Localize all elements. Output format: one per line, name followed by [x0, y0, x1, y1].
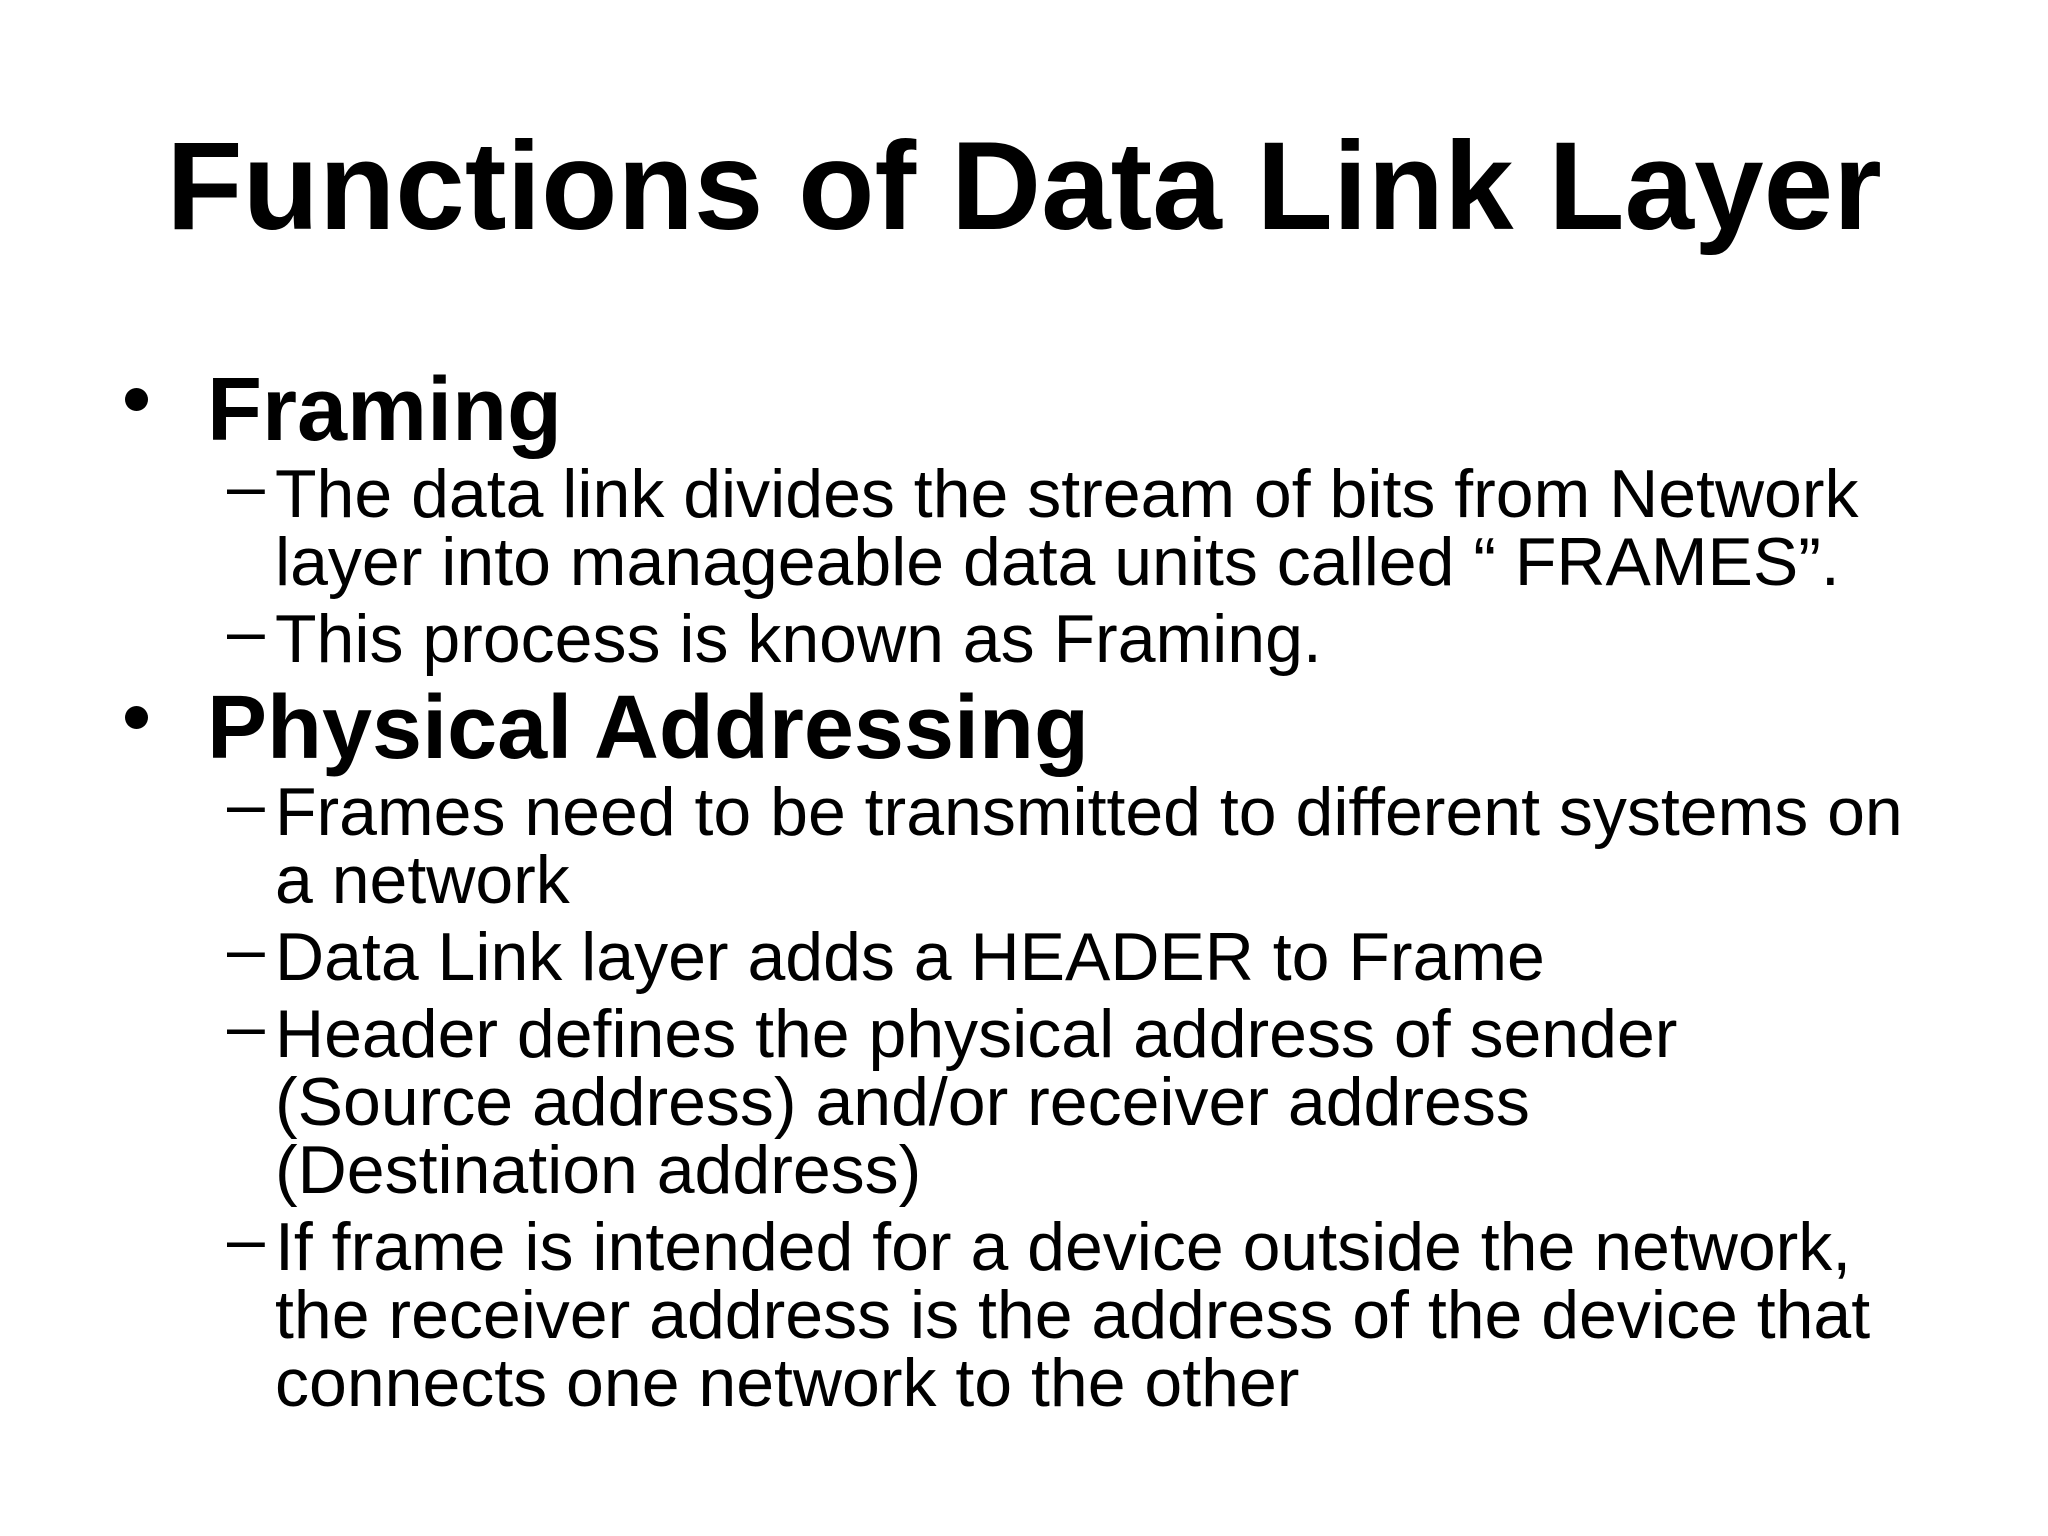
bullet-dash-icon: –: [227, 911, 265, 987]
section-heading: Physical Addressing: [207, 678, 1089, 778]
bullet-text: If frame is intended for a device outsid…: [275, 1209, 1871, 1421]
bullet-text: The data link divides the stream of bits…: [275, 456, 1859, 600]
bullet-dash-icon: –: [227, 766, 265, 842]
bullet-dot-icon: [125, 388, 148, 411]
bullet-text: Frames need to be transmitted to differe…: [275, 774, 1903, 918]
sub-bullet-item: – Data Link layer adds a HEADER to Frame: [227, 915, 1993, 995]
bullet-dash-icon: –: [227, 1201, 265, 1277]
bullet-text: Header defines the physical address of s…: [275, 996, 1678, 1208]
sub-bullet-item: – This process is known as Framing.: [227, 597, 1993, 677]
sub-bullet-item: – If frame is intended for a device outs…: [227, 1205, 1993, 1421]
sub-bullet-item: – The data link divides the stream of bi…: [227, 452, 1993, 600]
bullet-dash-icon: –: [227, 448, 265, 524]
bullet-item-physical-addressing: Physical Addressing: [125, 679, 1993, 778]
bullet-text: Data Link layer adds a HEADER to Frame: [275, 919, 1545, 995]
bullet-text: This process is known as Framing.: [275, 601, 1322, 677]
sub-bullet-item: – Frames need to be transmitted to diffe…: [227, 770, 1993, 918]
bullet-item-framing: Framing: [125, 361, 1993, 460]
bullet-dot-icon: [125, 706, 148, 729]
bullet-dash-icon: –: [227, 988, 265, 1064]
section-heading: Framing: [207, 360, 563, 460]
bullet-dash-icon: –: [227, 593, 265, 669]
slide-body: Framing – The data link divides the stre…: [0, 361, 2048, 1417]
sub-bullet-item: – Header defines the physical address of…: [227, 992, 1993, 1208]
slide-title: Functions of Data Link Layer: [166, 117, 1882, 256]
